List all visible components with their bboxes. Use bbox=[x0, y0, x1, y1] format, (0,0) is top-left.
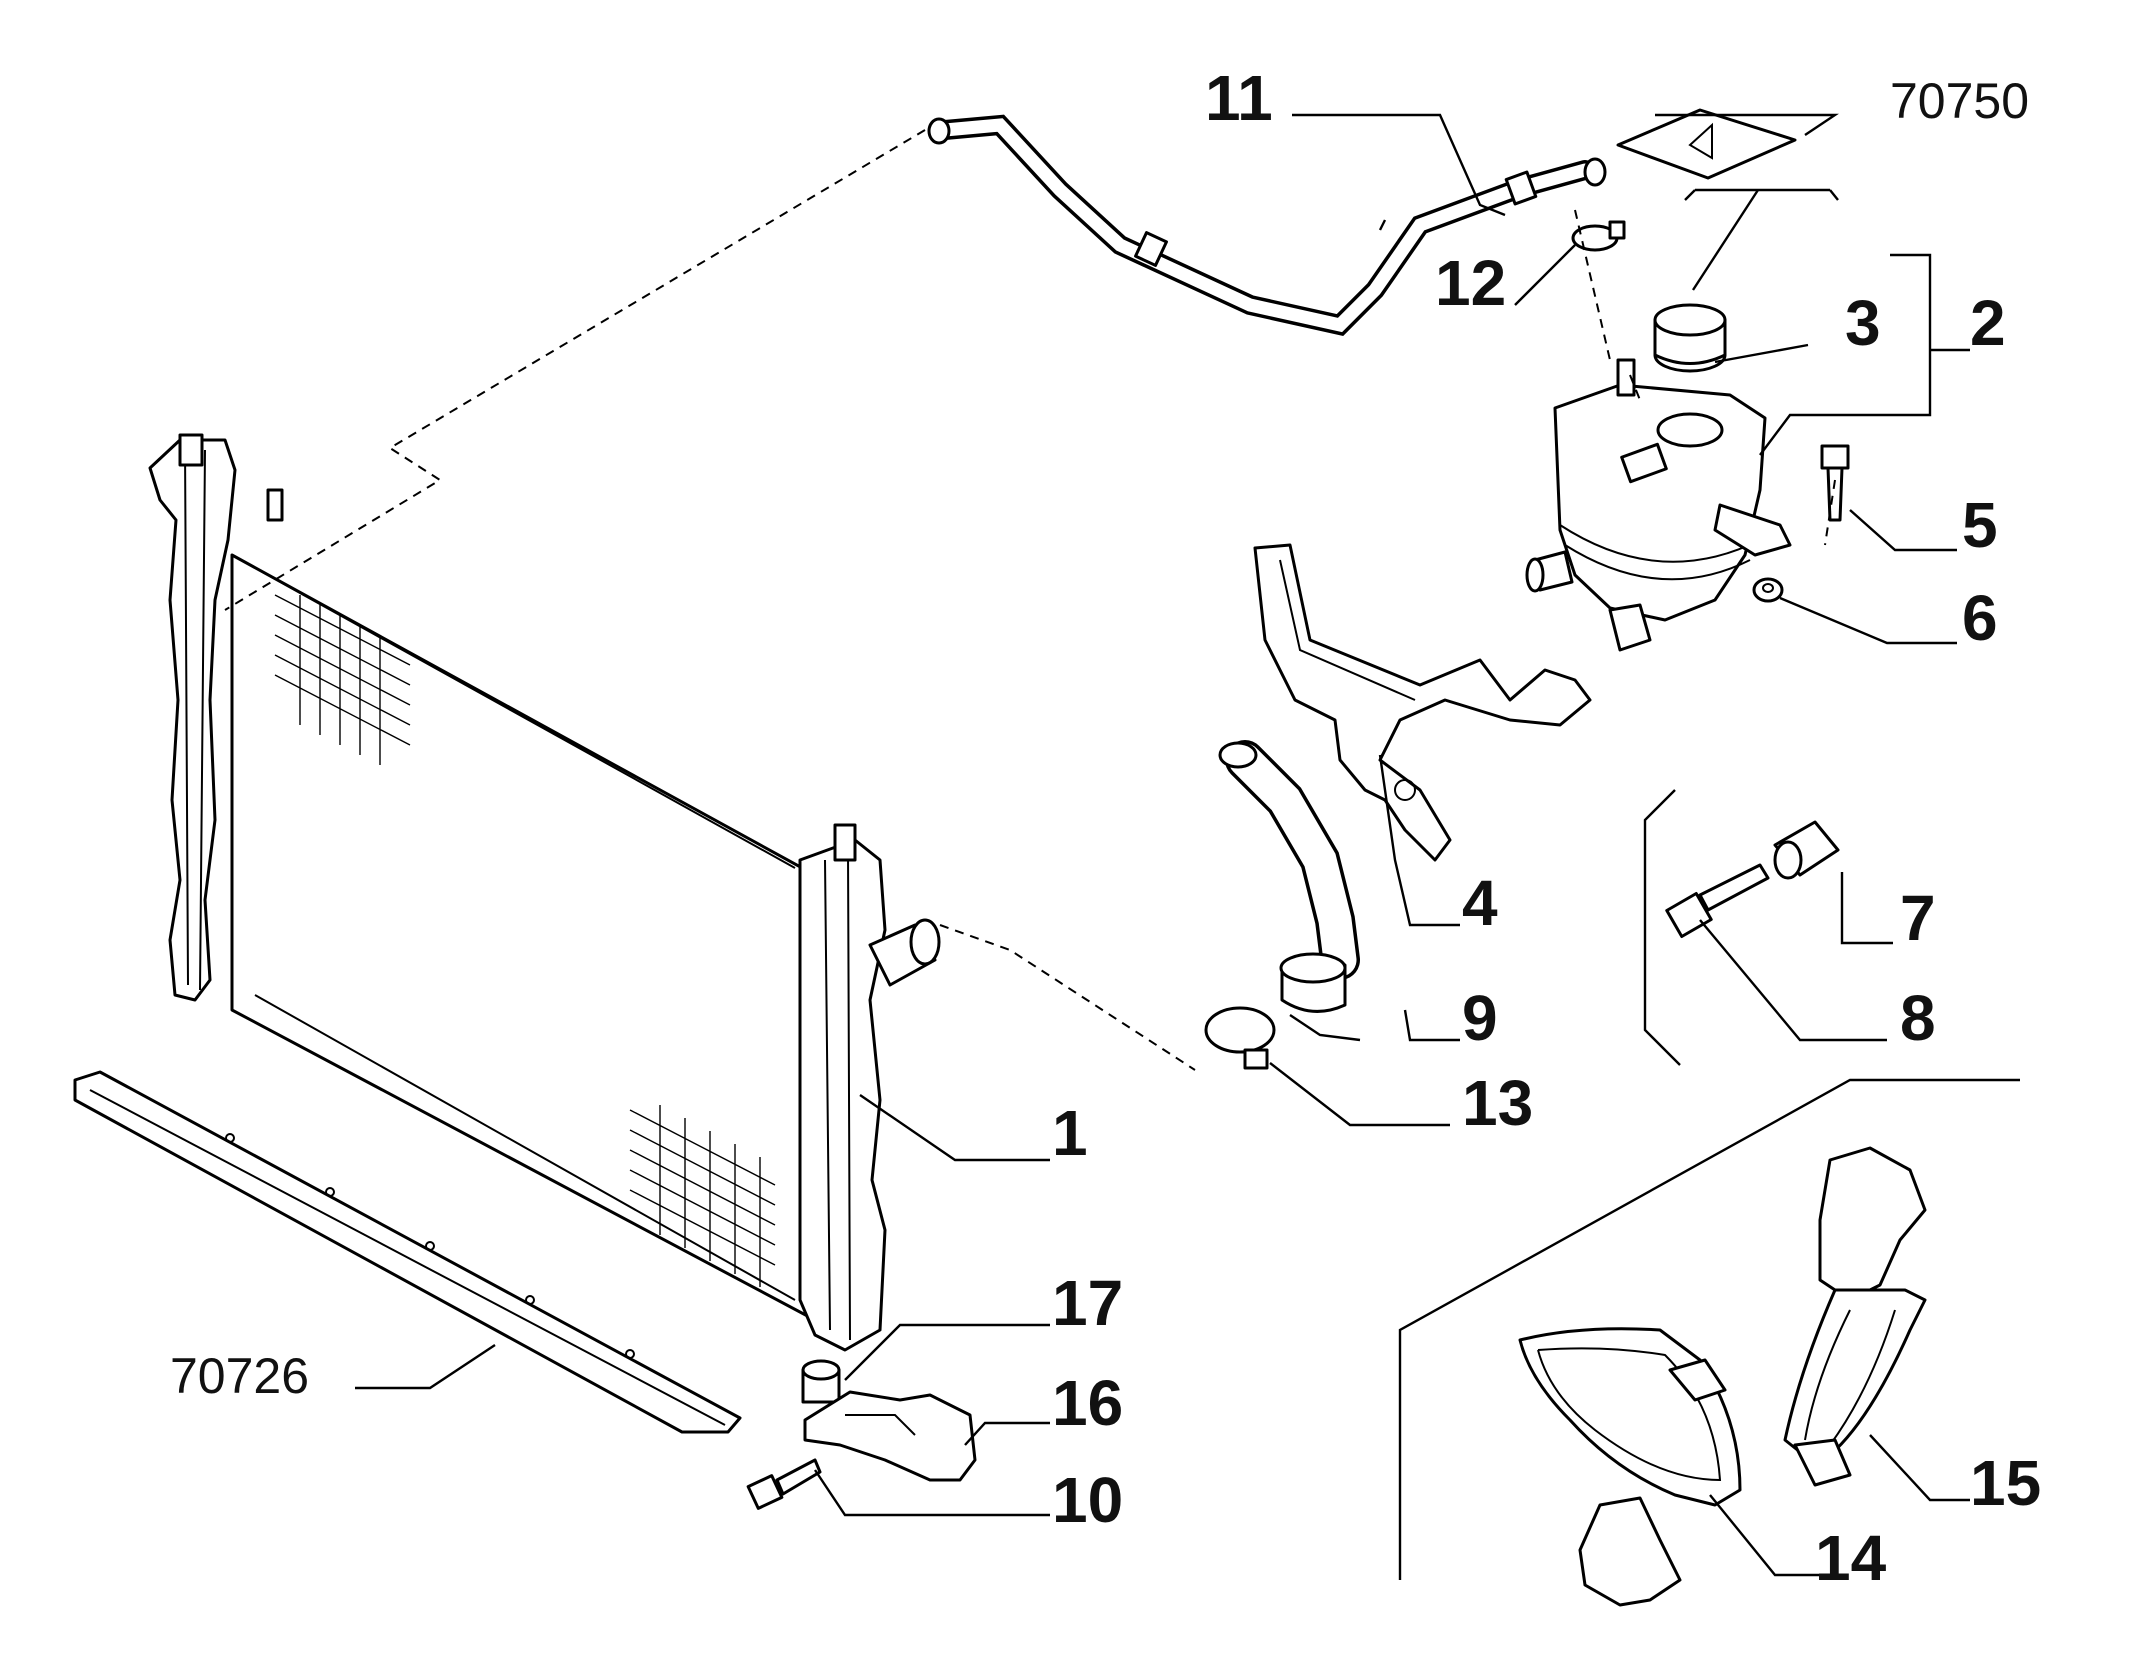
reference-70750: 70750 bbox=[1890, 73, 2029, 129]
bolt-10 bbox=[746, 1458, 822, 1510]
radiator bbox=[148, 433, 941, 1352]
callout-17: 17 bbox=[1052, 1267, 1123, 1339]
callout-9: 9 bbox=[1462, 982, 1498, 1054]
expansion-tank bbox=[1525, 358, 1792, 652]
lower-rail bbox=[73, 1070, 742, 1434]
callout-10: 10 bbox=[1052, 1464, 1123, 1536]
lower-hose bbox=[1218, 740, 1360, 1013]
leader-lines bbox=[355, 113, 1970, 1577]
callout-1: 1 bbox=[1052, 1097, 1088, 1169]
callout-7: 7 bbox=[1900, 882, 1936, 954]
upper-hose bbox=[927, 114, 1607, 336]
hose-clip-14 bbox=[1518, 1327, 1742, 1607]
callout-8: 8 bbox=[1900, 982, 1936, 1054]
callout-2: 2 bbox=[1970, 287, 2006, 359]
hose-clip-15 bbox=[1783, 1146, 1927, 1487]
callout-12: 12 bbox=[1435, 247, 1506, 319]
nut-6 bbox=[1752, 577, 1784, 603]
callout-5: 5 bbox=[1962, 489, 1998, 561]
callout-11: 11 bbox=[1205, 62, 1273, 134]
support-bracket bbox=[1253, 543, 1592, 862]
callout-16: 16 bbox=[1052, 1367, 1123, 1439]
callout-14: 14 bbox=[1815, 1522, 1887, 1594]
callout-3: 3 bbox=[1845, 287, 1881, 359]
bolt-5 bbox=[1820, 444, 1850, 522]
mount-bracket-16 bbox=[803, 1390, 977, 1482]
group-dividers bbox=[1398, 188, 2020, 1580]
callout-6: 6 bbox=[1962, 582, 1998, 654]
reference-symbol-70750 bbox=[1616, 108, 1797, 180]
bolt-8 bbox=[1665, 863, 1770, 938]
spacer-17 bbox=[801, 1359, 841, 1404]
hose-clamp-small bbox=[1571, 220, 1626, 252]
callout-15: 15 bbox=[1970, 1447, 2041, 1519]
filler-cap bbox=[1653, 303, 1727, 373]
hose-clamp-13 bbox=[1204, 1006, 1276, 1070]
callout-4: 4 bbox=[1462, 867, 1498, 939]
reference-70726: 70726 bbox=[170, 1348, 309, 1404]
callout-13: 13 bbox=[1462, 1067, 1533, 1139]
dashed-connectors bbox=[224, 129, 1836, 1071]
spacer-7 bbox=[1773, 820, 1840, 880]
callout-labels: 1 2 3 4 5 6 7 8 9 10 11 12 13 14 15 16 1… bbox=[170, 62, 2041, 1594]
